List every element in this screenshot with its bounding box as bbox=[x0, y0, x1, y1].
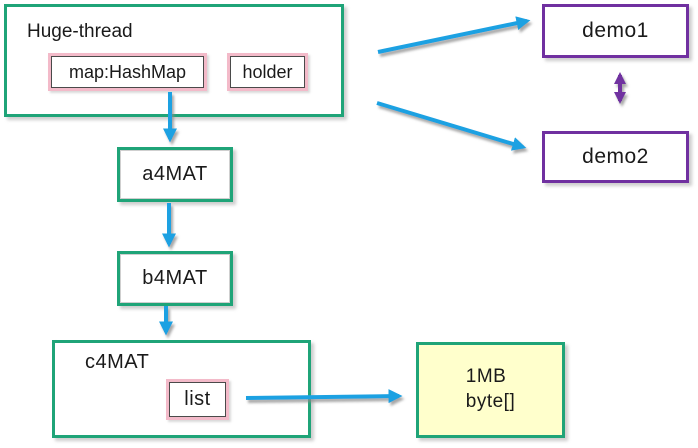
node-c4mat-label: c4MAT bbox=[85, 351, 150, 373]
node-b4mat: b4MAT bbox=[117, 251, 233, 306]
node-huge-thread: Huge-thread map:HashMap holder bbox=[4, 4, 344, 117]
node-a4mat: a4MAT bbox=[117, 147, 233, 202]
node-huge-thread-label: Huge-thread bbox=[27, 21, 133, 42]
node-byte-array-line2: byte[] bbox=[465, 391, 516, 412]
node-c4mat: c4MAT list bbox=[52, 340, 311, 438]
node-demo2-label: demo2 bbox=[582, 145, 649, 168]
node-byte-array-label: 1MB byte[] bbox=[466, 365, 515, 414]
node-byte-array-line1: 1MB bbox=[465, 366, 507, 388]
node-demo1: demo1 bbox=[542, 4, 689, 58]
node-list: list bbox=[166, 379, 229, 420]
node-b4mat-label: b4MAT bbox=[142, 267, 208, 289]
node-demo1-label: demo1 bbox=[582, 19, 649, 42]
arrow-huge-thread-to-demo2 bbox=[376, 101, 527, 151]
node-byte-array: 1MB byte[] bbox=[416, 342, 565, 438]
node-holder: holder bbox=[227, 53, 308, 91]
node-map-hashmap: map:HashMap bbox=[48, 53, 207, 91]
node-a4mat-label: a4MAT bbox=[142, 163, 208, 185]
node-map-hashmap-label: map:HashMap bbox=[68, 61, 187, 82]
node-holder-label: holder bbox=[242, 61, 293, 82]
node-demo2: demo2 bbox=[542, 131, 689, 183]
arrow-huge-thread-to-demo1 bbox=[377, 16, 531, 54]
node-list-label: list bbox=[184, 388, 211, 410]
